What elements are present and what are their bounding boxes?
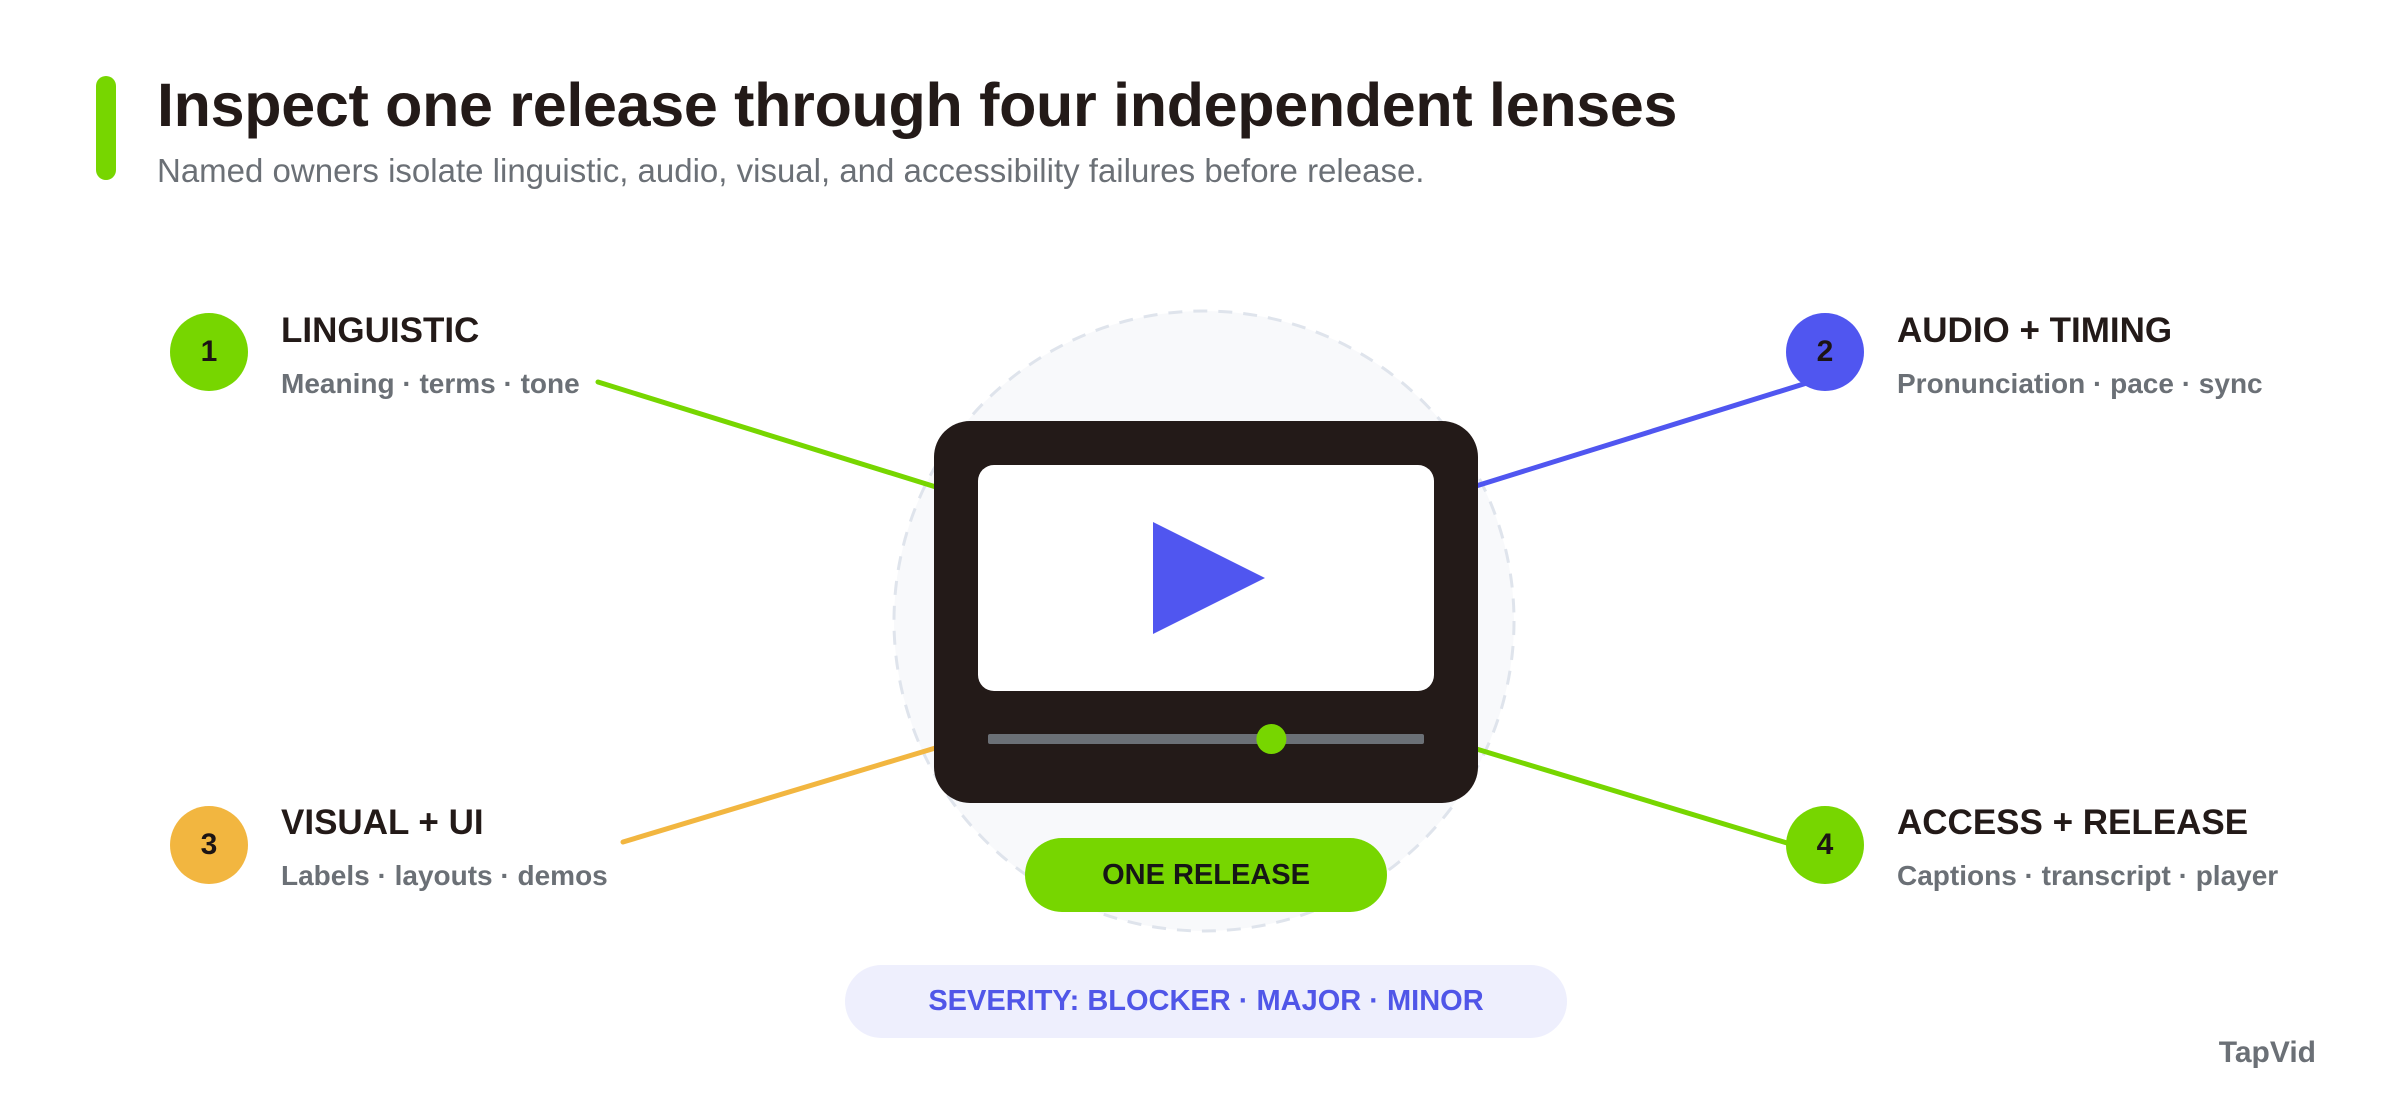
lens-1-badge: 1 [170, 313, 248, 391]
page-subtitle: Named owners isolate linguistic, audio, … [157, 152, 1425, 189]
lens-3-badge: 3 [170, 806, 248, 884]
play-icon[interactable] [1153, 522, 1265, 634]
connector-access [1457, 741, 1790, 846]
lens-2-subtitle: Pronunciation · pace · sync [1897, 368, 2263, 399]
lens-3-subtitle: Labels · layouts · demos [281, 860, 608, 891]
progress-handle[interactable] [1256, 724, 1287, 754]
lens-4-badge: 4 [1786, 806, 1864, 884]
lens-1-subtitle: Meaning · terms · tone [281, 368, 580, 399]
lens-3-title: VISUAL + UI [281, 803, 484, 842]
brand-logo-text: TapVid [2218, 1036, 2316, 1069]
lens-2-title: AUDIO + TIMING [1897, 311, 2173, 350]
one-release-label: ONE RELEASE [1025, 838, 1387, 912]
connector-visual [620, 740, 955, 845]
lens-2-badge: 2 [1786, 313, 1864, 391]
connector-audio [1457, 379, 1813, 494]
progress-track[interactable] [988, 734, 1424, 744]
lens-4-subtitle: Captions · transcript · player [1897, 860, 2279, 891]
lens-4-title: ACCESS + RELEASE [1897, 803, 2249, 842]
lens-1-title: LINGUISTIC [281, 311, 480, 350]
title-accent-bar [96, 76, 116, 180]
severity-legend: SEVERITY: BLOCKER · MAJOR · MINOR [845, 965, 1567, 1038]
page-title: Inspect one release through four indepen… [157, 71, 1678, 139]
connector-linguistic [595, 379, 955, 495]
